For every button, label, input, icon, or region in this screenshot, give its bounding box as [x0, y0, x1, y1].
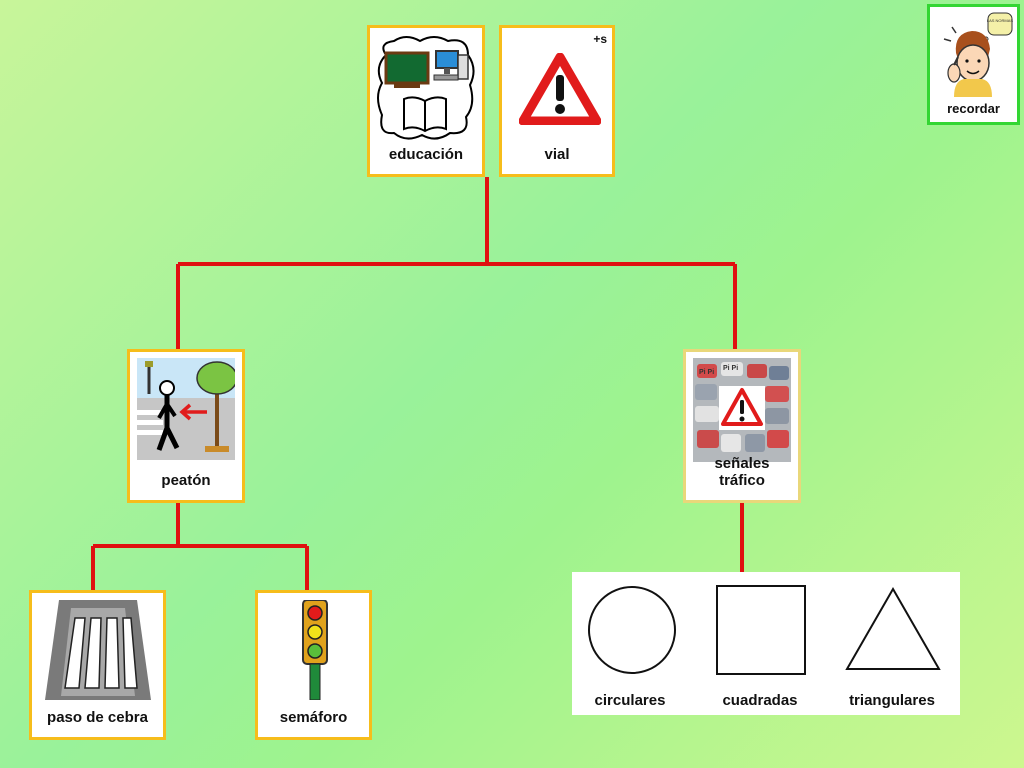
senales-card[interactable]: Pi Pi Pi Pi señales tráfico: [686, 352, 798, 500]
triangle-shape-icon: [845, 586, 941, 670]
semaforo-label: semáforo: [279, 709, 348, 726]
thinking-person-icon: LAS NORMAS: [943, 12, 1014, 97]
circulares-label: circulares: [594, 692, 666, 709]
remember-note-text: LAS NORMAS: [987, 18, 1014, 23]
vial-card[interactable]: +s vial: [502, 28, 612, 174]
educacion-label: educación: [388, 146, 464, 163]
traffic-jam-pictogram: Pi Pi Pi Pi: [693, 358, 791, 462]
recordar-label: recordar: [947, 101, 1000, 116]
svg-text:Pi Pi: Pi Pi: [699, 369, 714, 376]
education-pictogram: [377, 36, 475, 140]
plural-badge: +s: [593, 32, 607, 46]
vial-label: vial: [544, 146, 570, 163]
square-shape-icon: [716, 585, 806, 675]
recordar-card[interactable]: LAS NORMAS recordar: [927, 4, 1020, 125]
zebra-crossing-pictogram: [45, 600, 151, 700]
circle-shape-icon: [588, 586, 676, 674]
triangulares-label: triangulares: [849, 692, 935, 709]
sign-shapes-panel: circulares cuadradas triangulares: [572, 572, 960, 715]
paso-cebra-card[interactable]: paso de cebra: [32, 593, 163, 737]
cuadradas-label: cuadradas: [722, 692, 798, 709]
educacion-card[interactable]: educación: [370, 28, 482, 174]
senales-label: señales tráfico: [714, 455, 770, 489]
semaforo-card[interactable]: semáforo: [258, 593, 369, 737]
traffic-light-icon: [302, 600, 328, 700]
svg-text:Pi Pi: Pi Pi: [723, 365, 738, 372]
peaton-label: peatón: [161, 472, 211, 489]
warning-triangle-icon: [519, 53, 601, 125]
paso-cebra-label: paso de cebra: [47, 709, 148, 726]
peaton-card[interactable]: peatón: [130, 352, 242, 500]
pedestrian-pictogram: [137, 358, 235, 460]
